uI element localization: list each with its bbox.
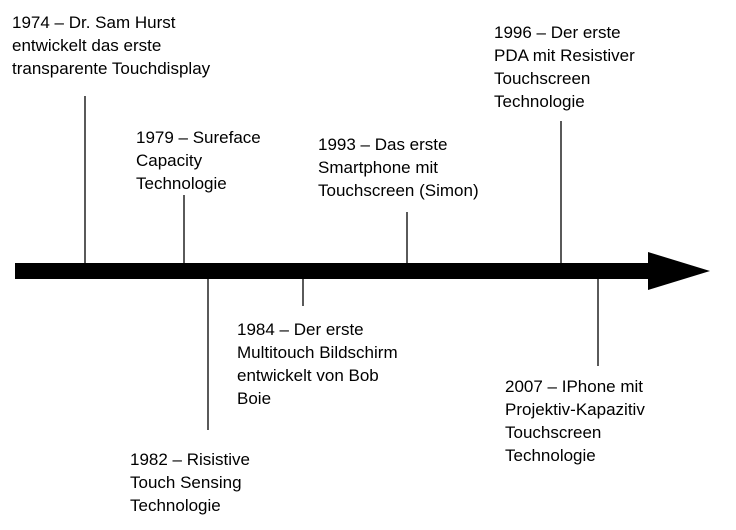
event-label-1984: 1984 – Der erste Multitouch Bildschirm e…: [237, 320, 398, 408]
event-label-1996: 1996 – Der erste PDA mit Resistiver Touc…: [494, 23, 635, 111]
event-label-1982: 1982 – Risistive Touch Sensing Technolog…: [130, 450, 251, 515]
event-label-2007: 2007 – IPhone mit Projektiv-Kapazitiv To…: [505, 377, 645, 465]
event-label-1979: 1979 – Sureface Capacity Technologie: [136, 128, 261, 193]
timeline-arrowhead: [648, 252, 710, 290]
timeline-arrow-shaft: [15, 263, 652, 279]
event-label-1993: 1993 – Das erste Smartphone mit Touchscr…: [318, 135, 479, 200]
event-label-1974: 1974 – Dr. Sam Hurst entwickelt das erst…: [12, 13, 211, 78]
